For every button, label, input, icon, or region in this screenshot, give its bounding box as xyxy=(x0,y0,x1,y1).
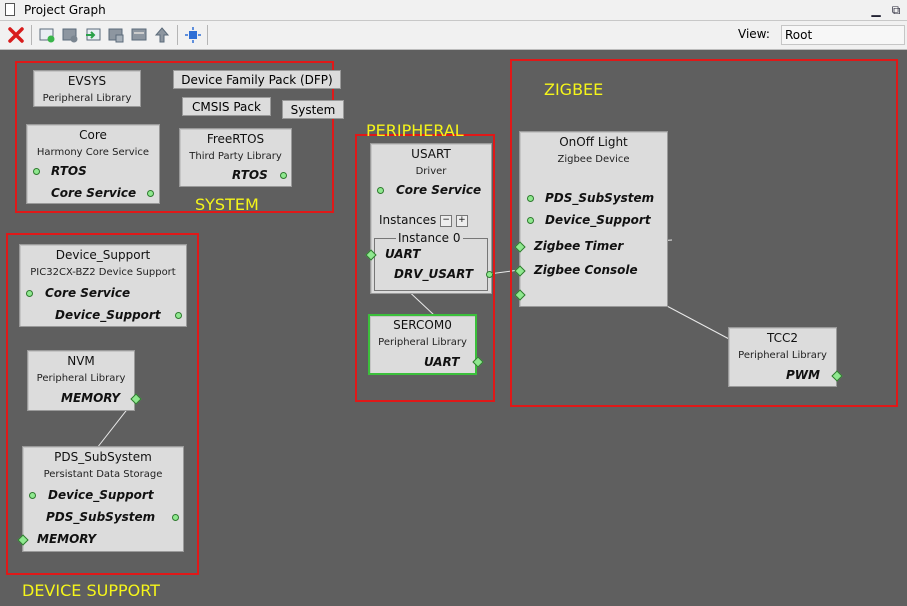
group-label-system: SYSTEM xyxy=(195,195,259,214)
port-core-service: Core Service xyxy=(51,186,137,200)
node-pds-subsystem[interactable]: PDS_SubSystem Persistant Data Storage De… xyxy=(17,446,184,552)
instances-bar: Instances − + xyxy=(379,213,468,227)
group-label-peripheral: PERIPHERAL xyxy=(366,121,464,140)
port-device-support: Device_Support xyxy=(545,213,651,227)
node-device-support[interactable]: Device_Support PIC32CX-BZ2 Device Suppor… xyxy=(19,244,187,327)
port-connector-icon[interactable] xyxy=(527,217,534,224)
port-device-support: Device_Support xyxy=(48,488,154,502)
node-tcc2[interactable]: TCC2 Peripheral Library PWM xyxy=(728,327,843,387)
node-title: FreeRTOS xyxy=(206,132,265,146)
port-connector-icon[interactable] xyxy=(33,168,40,175)
node-title: TCC2 xyxy=(766,331,799,345)
add-instance-button[interactable]: + xyxy=(455,214,468,227)
node-title: SERCOM0 xyxy=(393,318,452,332)
port-memory: MEMORY xyxy=(61,391,121,405)
view-select[interactable]: Root xyxy=(781,25,905,45)
port-pds-subsystem: PDS_SubSystem xyxy=(545,191,655,205)
port-connector-icon[interactable] xyxy=(175,312,182,319)
node-freertos[interactable]: FreeRTOS Third Party Library RTOS xyxy=(179,128,292,187)
instance-frame xyxy=(374,238,488,291)
port-zigbee-timer: Zigbee Timer xyxy=(534,239,624,253)
collapse-icon[interactable] xyxy=(128,24,150,46)
minimize-button[interactable]: ▁ xyxy=(871,3,881,17)
ungroup-icon[interactable] xyxy=(105,24,127,46)
connection-zigbee-tcc xyxy=(664,304,732,341)
port-connector-icon[interactable] xyxy=(147,190,154,197)
node-title: PDS_SubSystem xyxy=(54,450,152,464)
node-subtitle: Peripheral Library xyxy=(42,93,132,104)
group-label-zigbee: ZIGBEE xyxy=(544,80,604,99)
node-device-family-pack[interactable]: Device Family Pack (DFP) xyxy=(173,70,341,89)
node-core[interactable]: Core Harmony Core Service RTOS Core Serv… xyxy=(26,124,160,204)
node-title: Core xyxy=(79,128,107,142)
port-pds-subsystem: PDS_SubSystem xyxy=(46,510,156,524)
title-bar: Project Graph ▁ ⧉ xyxy=(0,0,907,21)
node-subtitle: Peripheral Library xyxy=(738,350,827,361)
graph-canvas[interactable]: SYSTEM PERIPHERAL ZIGBEE DEVICE SUPPORT … xyxy=(0,50,907,606)
remove-instance-button[interactable]: − xyxy=(440,214,453,227)
port-connector-icon[interactable] xyxy=(486,271,493,278)
node-title: USART xyxy=(411,147,451,161)
instance-0-label: Instance 0 xyxy=(396,231,463,245)
node-subtitle: Peripheral Library xyxy=(36,373,126,384)
port-connector-icon[interactable] xyxy=(26,290,33,297)
port-pwm: PWM xyxy=(786,368,820,382)
node-cmsis-pack[interactable]: CMSIS Pack xyxy=(182,97,271,116)
node-subtitle: Peripheral Library xyxy=(378,337,467,348)
fit-view-icon[interactable] xyxy=(182,24,204,46)
port-connector-icon[interactable] xyxy=(280,172,287,179)
document-icon xyxy=(5,3,15,16)
node-title: NVM xyxy=(67,354,95,368)
group-system[interactable] xyxy=(15,61,334,213)
group-label-device-support: DEVICE SUPPORT xyxy=(22,581,160,600)
group-zigbee[interactable] xyxy=(510,59,898,407)
instances-label: Instances xyxy=(379,213,437,227)
node-evsys[interactable]: EVSYS Peripheral Library xyxy=(33,70,141,107)
port-connector-icon[interactable] xyxy=(29,492,36,499)
port-core-service: Core Service xyxy=(45,286,131,300)
node-title: EVSYS xyxy=(67,74,107,88)
node-nvm[interactable]: NVM Peripheral Library MEMORY xyxy=(27,350,142,411)
node-subtitle: Third Party Library xyxy=(189,151,282,162)
view-label: View: xyxy=(738,27,770,41)
port-device-support: Device_Support xyxy=(55,308,161,322)
node-sercom0[interactable]: SERCOM0 Peripheral Library UART xyxy=(368,314,484,375)
add-group-icon[interactable] xyxy=(59,24,81,46)
port-rtos: RTOS xyxy=(232,168,268,182)
port-uart: UART xyxy=(424,355,460,369)
toolbar: View: Root xyxy=(0,21,907,50)
toolbar-separator xyxy=(177,25,178,45)
add-component-icon[interactable] xyxy=(36,24,58,46)
toolbar-separator xyxy=(207,25,208,45)
window-title: Project Graph xyxy=(24,3,106,17)
node-subtitle: Harmony Core Service xyxy=(36,147,150,158)
port-uart: UART xyxy=(385,247,421,261)
node-onoff-light[interactable]: OnOff Light Zigbee Device PDS_SubSystem … xyxy=(514,131,668,307)
node-title: Device_Support xyxy=(55,248,151,262)
restore-button[interactable]: ⧉ xyxy=(891,3,901,17)
port-drv-usart: DRV_USART xyxy=(394,267,474,281)
move-into-icon[interactable] xyxy=(82,24,104,46)
node-title: OnOff Light xyxy=(559,135,628,149)
port-connector-icon[interactable] xyxy=(172,514,179,521)
move-up-icon[interactable] xyxy=(151,24,173,46)
node-subtitle: Zigbee Device xyxy=(557,154,630,165)
delete-icon[interactable] xyxy=(5,24,27,46)
port-connector-icon[interactable] xyxy=(377,187,384,194)
group-peripheral[interactable] xyxy=(355,134,495,402)
node-subtitle: PIC32CX-BZ2 Device Support xyxy=(30,267,176,278)
group-device-support[interactable] xyxy=(6,233,199,575)
toolbar-separator xyxy=(31,25,32,45)
port-connector-icon[interactable] xyxy=(527,195,534,202)
node-system[interactable]: System xyxy=(282,100,344,119)
port-core-service: Core Service xyxy=(396,183,482,197)
node-usart[interactable]: USART Driver Core Service Instances − + … xyxy=(365,143,493,294)
port-memory: MEMORY xyxy=(37,532,97,546)
port-rtos: RTOS xyxy=(51,164,87,178)
node-subtitle: Driver xyxy=(415,166,447,177)
port-zigbee-console: Zigbee Console xyxy=(534,263,638,277)
node-subtitle: Persistant Data Storage xyxy=(43,469,163,480)
